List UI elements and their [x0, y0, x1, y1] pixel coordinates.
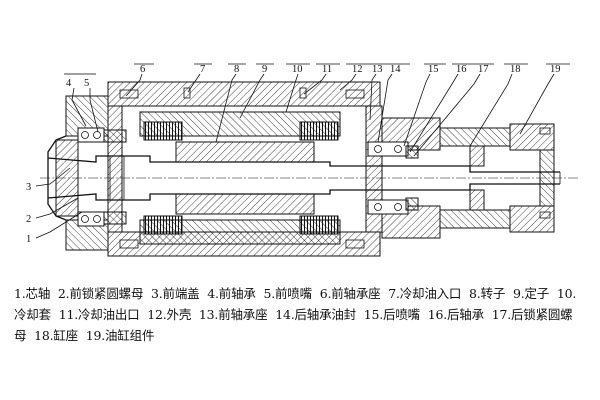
front-end-cover	[47, 95, 109, 251]
legend-item: 3.前端盖	[151, 286, 200, 301]
part-number-9: 9	[262, 64, 267, 75]
rotor	[175, 141, 315, 215]
part-number-1: 1	[26, 234, 31, 245]
part-number-7: 7	[200, 64, 205, 75]
legend-item: 19.油缸组件	[85, 328, 155, 343]
part-number-11: 11	[322, 64, 332, 75]
part-number-10: 10	[292, 64, 303, 75]
part-number-6: 6	[140, 64, 145, 75]
part-number-16: 16	[456, 64, 467, 75]
oil-cylinder	[509, 123, 555, 233]
legend-item: 1.芯轴	[14, 286, 51, 301]
legend-item: 12.外壳	[147, 307, 192, 322]
legend-item: 17.后锁紧圆螺母	[14, 307, 573, 343]
part-number-18: 18	[510, 64, 521, 75]
legend-item: 15.后喷嘴	[363, 307, 420, 322]
spindle-cross-section-drawing: 4 5 6 7 8 9 10 11 12 13 14 15 16 17 18 1…	[26, 63, 580, 257]
part-number-labels: 4 5 6 7 8 9 10 11 12 13 14 15 16 17 18 1…	[26, 64, 561, 245]
part-number-2: 2	[26, 214, 31, 225]
legend-item: 5.前喷嘴	[263, 286, 312, 301]
part-number-12: 12	[352, 64, 363, 75]
cylinder-seat	[439, 127, 511, 229]
legend-item: 9.定子	[512, 286, 550, 301]
front-bearings	[77, 127, 127, 227]
part-number-13: 13	[372, 64, 383, 75]
part-number-14: 14	[390, 64, 401, 75]
part-number-3: 3	[26, 182, 31, 193]
legend-item: 8.转子	[469, 286, 506, 301]
legend-item: 18.缸座	[34, 328, 78, 343]
parts-legend: 1.芯轴 2.前锁紧圆螺母 3.前端盖 4.前轴承 5.前喷嘴 6.前轴承座 7…	[14, 283, 586, 346]
legend-item: 2.前锁紧圆螺母	[57, 286, 144, 301]
mandrel	[47, 155, 561, 201]
legend-item: 6.前轴承座	[319, 286, 381, 301]
part-number-17: 17	[478, 64, 489, 75]
rear-bearing-assembly	[367, 117, 441, 239]
legend-item: 7.冷却油入口	[388, 286, 462, 301]
stator	[139, 111, 341, 245]
part-number-8: 8	[234, 64, 239, 75]
leader-lines	[35, 63, 570, 239]
part-number-15: 15	[428, 64, 439, 75]
legend-item: 11.冷却油出口	[58, 307, 140, 322]
legend-item: 13.前轴承座	[198, 307, 268, 322]
legend-item: 4.前轴承	[207, 286, 256, 301]
part-number-5: 5	[84, 78, 89, 89]
legend-item: 16.后轴承	[427, 307, 484, 322]
legend-item: 10.冷却套	[14, 286, 577, 322]
part-number-4: 4	[66, 78, 72, 89]
fittings	[119, 87, 551, 249]
legend-item: 14.后轴承油封	[275, 307, 356, 322]
part-number-19: 19	[550, 64, 561, 75]
